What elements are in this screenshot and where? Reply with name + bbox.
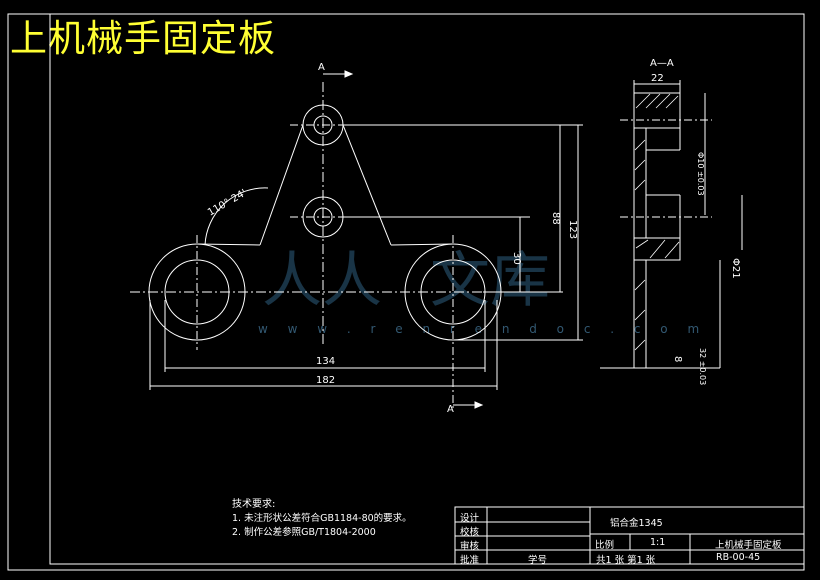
inner-frame (49, 13, 805, 565)
watermark-logo: 人人 (262, 246, 382, 316)
dim-22: 22 (651, 73, 664, 84)
marker-a-top: A (318, 62, 325, 73)
dim-182: 182 (316, 375, 335, 386)
tech-line-1: 1. 未注形状公差符合GB1184-80的要求。 (232, 513, 412, 524)
dim-8: 8 (672, 356, 683, 362)
dim-32: 32 ±0.03 (698, 348, 707, 385)
hatching (634, 93, 680, 351)
section-label: A—A (650, 58, 674, 69)
tb-material: 铝合金1345 (610, 518, 663, 529)
section-view (600, 80, 743, 369)
tb-sheets: 共1 张 第1 张 (596, 555, 656, 566)
tb-proof: 校核 (460, 527, 480, 538)
tb-review: 审核 (460, 541, 480, 552)
tech-heading: 技术要求: (232, 499, 276, 510)
tb-approve: 批准 (460, 555, 480, 566)
tech-line-2: 2. 制作公差参照GB/T1804-2000 (232, 527, 376, 538)
tb-design: 设计 (460, 513, 480, 524)
dim-angle: 110° 24' (206, 188, 249, 219)
dim-134: 134 (316, 356, 335, 367)
tb-scale-label: 比例 (595, 540, 615, 551)
dim-phi21: Φ21 (730, 258, 741, 279)
dim-88: 88 (550, 212, 561, 225)
tb-student-no: 学号 (528, 555, 548, 566)
watermark-url: w w w . r e n r e n d o c . c o m (258, 322, 708, 336)
watermark-logo-2: 文库 (430, 246, 550, 316)
title-block (454, 506, 805, 565)
dim-123: 123 (567, 220, 578, 239)
drawing-heading: 上机械手固定板 (10, 17, 276, 60)
tb-scale: 1:1 (650, 537, 666, 548)
dim-phi10: Φ10 ±0.03 (696, 152, 705, 196)
front-dimensions (149, 124, 583, 390)
tb-drawing-no: RB-00-45 (716, 552, 761, 563)
marker-a-bottom: A (447, 404, 454, 415)
dim-30: 30 (511, 252, 522, 265)
tb-drawing-name: 上机械手固定板 (715, 540, 782, 551)
